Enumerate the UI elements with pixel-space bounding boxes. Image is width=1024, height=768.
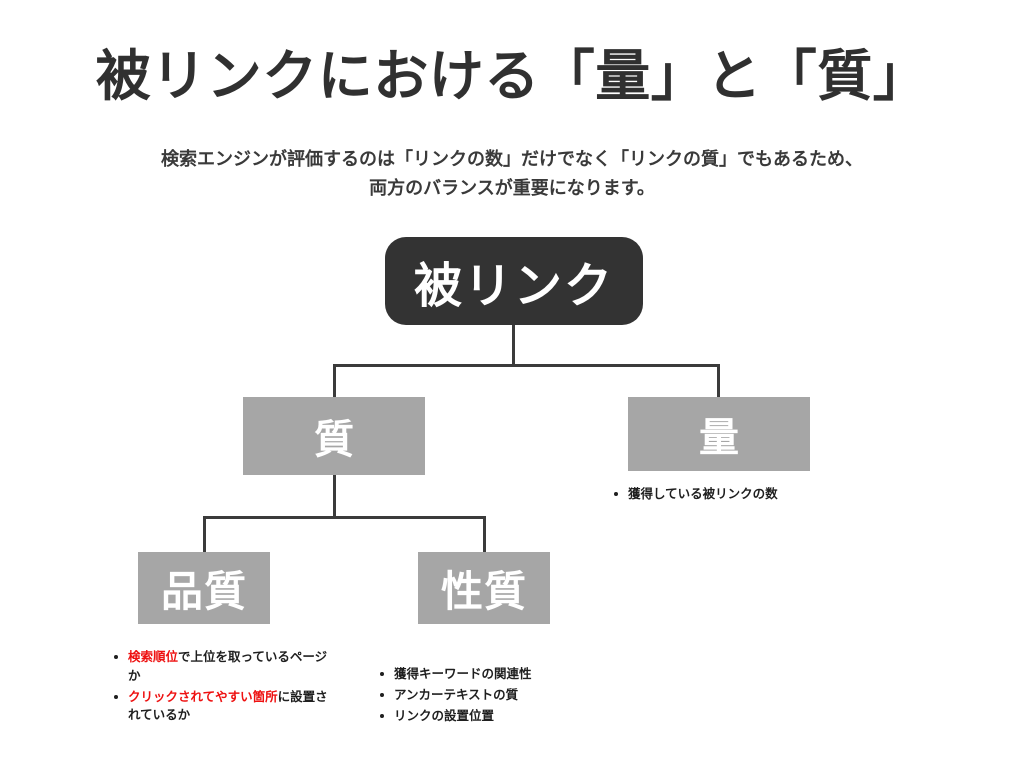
- page-title: 被リンクにおける「量」と「質」: [95, 45, 929, 107]
- list-item-text: 獲得キーワードの関連性: [394, 667, 532, 681]
- list-item: 検索順位で上位を取っているページか: [112, 648, 334, 686]
- highlighted-text: クリックされてやすい箇所: [128, 689, 278, 704]
- list-item-text: 獲得している被リンクの数: [628, 487, 778, 501]
- node-nature[interactable]: 性質: [418, 552, 550, 624]
- connector-root-bar: [333, 364, 719, 367]
- list-item-text: アンカーテキストの質: [394, 687, 519, 702]
- connector-root-stem: [512, 325, 515, 366]
- list-item: 獲得キーワードの関連性: [378, 665, 608, 684]
- node-quality[interactable]: 質: [243, 397, 425, 475]
- list-item: アンカーテキストの質: [378, 686, 608, 705]
- subtitle-line-1: 検索エンジンが評価するのは「リンクの数」だけでなく「リンクの質」でもあるため、: [161, 149, 863, 169]
- bullet-list-grade: 検索順位で上位を取っているページかクリックされてやすい箇所に設置されているか: [112, 648, 334, 727]
- list-item: クリックされてやすい箇所に設置されているか: [112, 688, 334, 726]
- bullet-list-nature: 獲得キーワードの関連性アンカーテキストの質リンクの設置位置: [378, 665, 608, 727]
- list-item-text: リンクの設置位置: [394, 708, 495, 723]
- bullet-list-quantity: 獲得している被リンクの数: [612, 485, 852, 506]
- connector-quality-stem: [333, 474, 336, 518]
- connector-quality-to-nature: [483, 516, 486, 554]
- list-item: リンクの設置位置: [378, 707, 608, 726]
- node-root-backlink[interactable]: 被リンク: [385, 237, 643, 325]
- highlighted-text: 検索順位: [128, 650, 179, 664]
- list-item-text: に設置されているか: [128, 689, 328, 723]
- node-quantity[interactable]: 量: [628, 397, 810, 471]
- connector-root-to-quantity: [717, 364, 720, 399]
- node-grade[interactable]: 品質: [138, 552, 270, 624]
- subtitle-line-2: 両方のバランスが重要になります。: [369, 178, 655, 199]
- list-item: 獲得している被リンクの数: [612, 485, 852, 504]
- connector-quality-to-grade: [203, 516, 206, 554]
- page-subtitle: 検索エンジンが評価するのは「リンクの数」だけでなく「リンクの質」でもあるため、 …: [72, 145, 952, 203]
- list-item-text: で上位を取っているページか: [128, 650, 328, 683]
- connector-quality-bar: [203, 516, 486, 519]
- connector-root-to-quality: [333, 364, 336, 399]
